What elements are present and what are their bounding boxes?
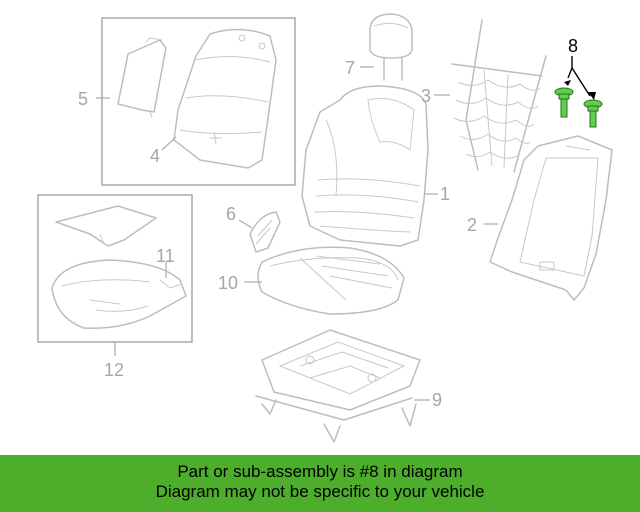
part-7-headrest[interactable] [369, 13, 413, 81]
label-11: 11 [156, 246, 175, 266]
info-banner: Part or sub-assembly is #8 in diagram Di… [0, 455, 640, 512]
part-1-seat-back[interactable] [301, 85, 429, 247]
part-3-seat-back-suspension[interactable] [451, 19, 547, 173]
label-10: 10 [218, 273, 238, 293]
label-3: 3 [421, 86, 431, 106]
part-2-seat-back-frame[interactable] [489, 135, 613, 301]
part-5-back-panel[interactable] [117, 37, 167, 119]
bolt-8b[interactable] [583, 99, 603, 128]
parts-diagram: 5 4 7 1 [37, 13, 613, 443]
part-9-seat-track[interactable] [255, 329, 421, 443]
part-group-box-12 [37, 194, 193, 343]
label-9: 9 [432, 390, 442, 410]
part-10-seat-cushion[interactable] [257, 246, 405, 315]
banner-line-part: Part or sub-assembly is #8 in diagram [177, 462, 463, 481]
label-7: 7 [345, 58, 355, 78]
part-11-wire[interactable] [159, 279, 183, 289]
label-2: 2 [467, 215, 477, 235]
label-5: 5 [78, 89, 88, 109]
label-12: 12 [104, 360, 124, 380]
label-1: 1 [440, 184, 450, 204]
part-8-bolts[interactable] [554, 56, 603, 128]
banner-line-disclaimer: Diagram may not be specific to your vehi… [155, 482, 485, 501]
label-8: 8 [568, 36, 578, 56]
part-6-trim-panel[interactable] [249, 211, 281, 253]
part-12-cushion-pan[interactable] [55, 205, 157, 247]
label-4: 4 [150, 146, 160, 166]
part-4-back-cover[interactable] [173, 28, 277, 169]
bolt-8a[interactable] [554, 87, 574, 118]
part-group-box-4-5 [101, 17, 296, 186]
part-12-cushion-pad[interactable] [51, 259, 187, 329]
label-6: 6 [226, 204, 236, 224]
